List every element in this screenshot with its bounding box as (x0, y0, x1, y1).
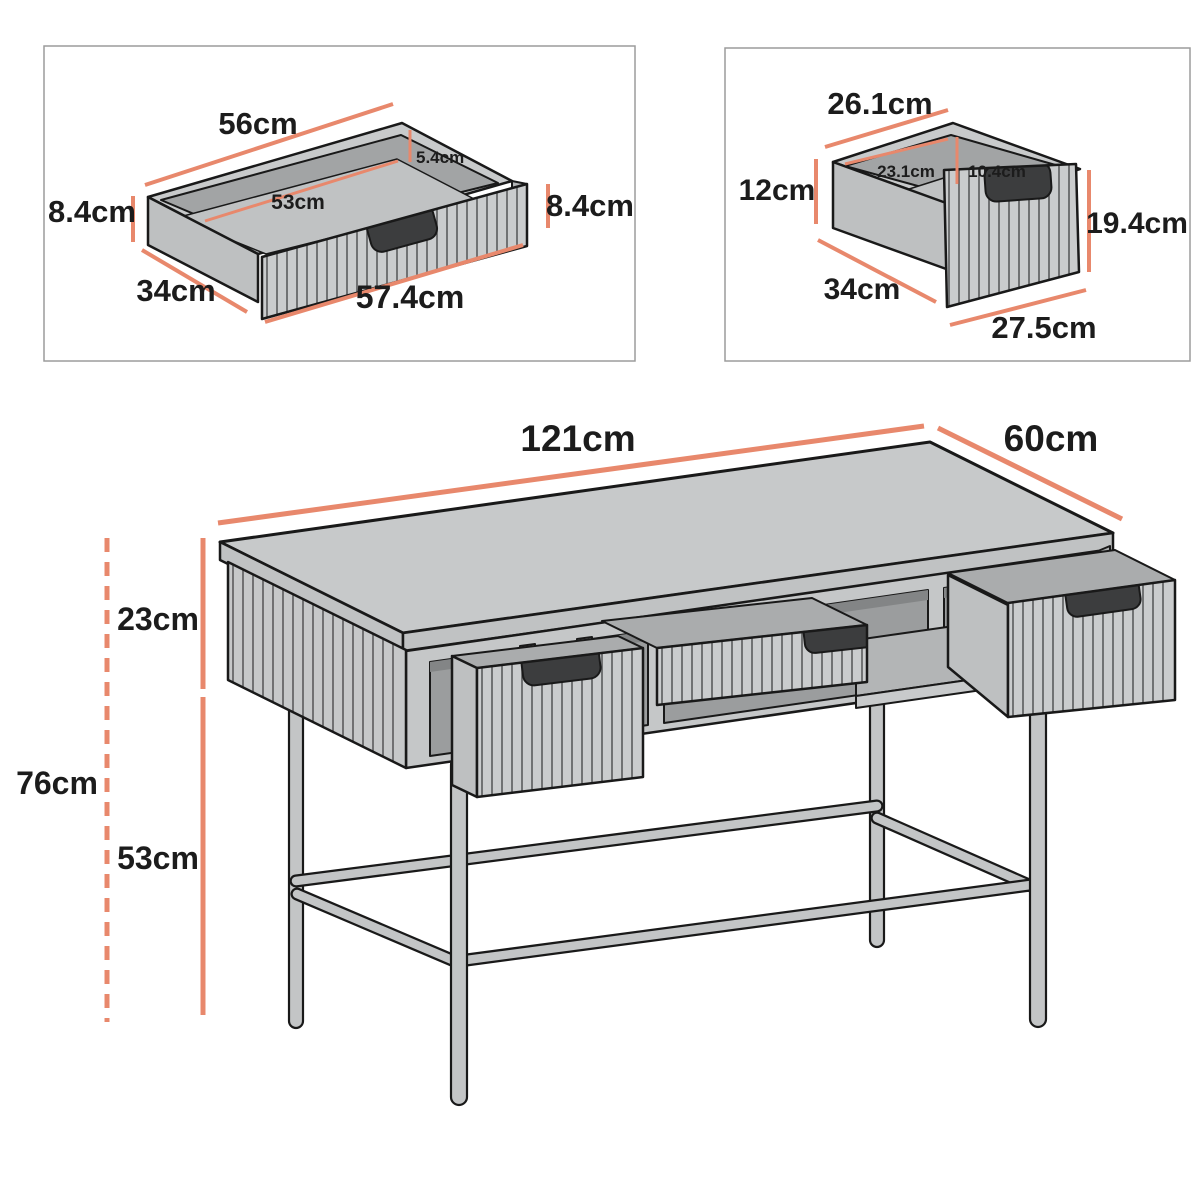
desk-left-stretcher (290, 887, 466, 970)
side-drawer-depth-label: 34cm (824, 273, 901, 306)
side-drawer-inner-width-label: 23.1cm (877, 162, 935, 181)
desk-depth-label: 60cm (1004, 418, 1099, 459)
wide-drawer-width-line (144, 102, 394, 187)
side-drawer-front-height-label: 19.4cm (1086, 207, 1188, 240)
desk-right-drawer-front (1008, 580, 1175, 717)
desk-front-right-leg (1028, 670, 1048, 1029)
wide-drawer-depth-label: 34cm (136, 273, 215, 308)
desk-depth-line (936, 425, 1124, 522)
wide-drawer-height-right-label: 8.4cm (546, 188, 634, 223)
wide-drawer-inner-width-line (204, 159, 399, 223)
side-drawer-front-width-label: 27.5cm (991, 310, 1096, 345)
side-drawer-width-line (824, 108, 949, 149)
side-drawer-front-width-line (949, 288, 1087, 327)
desk-left-drawer-front (477, 648, 643, 797)
desk-left-drawer-side (450, 654, 479, 799)
side-drawer-depth-line (817, 238, 937, 304)
desk-front-stretcher (452, 877, 1045, 968)
desk-apron-height-label: 23cm (117, 601, 199, 637)
desk-right-stretcher (870, 811, 1045, 896)
desk-total-height-label: 76cm (16, 765, 98, 801)
desk-center-drawer (601, 597, 869, 707)
desk-drawing: 121cm 60cm 23cm 76cm 53cm (16, 418, 1177, 1107)
side-drawer-panel: 26.1cm 12cm 23.1cm 10.4cm 19.4cm 34cm 27… (724, 47, 1191, 362)
wide-drawer-panel: 56cm 53cm 5.4cm 8.4cm 34cm 57.4cm 8.4cm (43, 45, 636, 362)
side-drawer-front (944, 164, 1079, 307)
desk-width-label: 121cm (520, 418, 635, 459)
desk-right-drawer (946, 549, 1177, 719)
side-drawer-inner-depth-label: 10.4cm (968, 162, 1026, 181)
desk-rear-stretcher (289, 799, 884, 888)
wide-drawer-height-left-label: 8.4cm (48, 194, 136, 229)
side-drawer-height-left-label: 12cm (739, 174, 816, 207)
desk-width-line (217, 423, 925, 526)
wide-drawer-width-label: 56cm (218, 106, 297, 141)
side-drawer-inner-width-line (844, 137, 949, 166)
desk-front-left-leg (449, 755, 469, 1107)
wide-drawer-left-wall (146, 195, 260, 304)
wide-drawer-depth-line (140, 248, 249, 314)
wide-drawer-inner-depth-label: 5.4cm (416, 148, 464, 167)
wide-drawer-inner-width-label: 53cm (271, 191, 325, 214)
desk-center-drawer-handle (802, 625, 867, 654)
side-drawer-width-label: 26.1cm (827, 86, 932, 121)
wide-drawer-front-width-line (264, 243, 524, 324)
desk-left-drawer (450, 635, 645, 799)
wide-drawer-front-width-label: 57.4cm (356, 279, 465, 315)
desk-leg-clearance-label: 53cm (117, 840, 199, 876)
